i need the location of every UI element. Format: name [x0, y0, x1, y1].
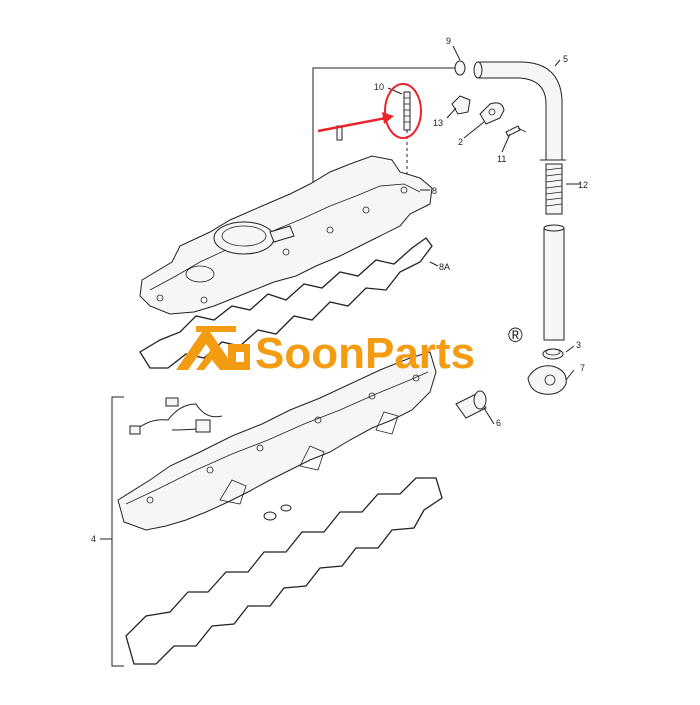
- callout-2: 2: [458, 137, 463, 147]
- highlight-arrow: [317, 116, 387, 133]
- callout-9: 9: [446, 36, 451, 46]
- grommet: [454, 60, 466, 76]
- clip: [479, 102, 505, 125]
- bracket: [451, 95, 471, 115]
- elbow-fitting: [527, 365, 567, 395]
- callout-7: 7: [580, 363, 585, 373]
- callout-3: 3: [576, 340, 581, 350]
- breather-tube: [473, 61, 566, 161]
- highlight-circle: [384, 83, 422, 139]
- callout-10: 10: [374, 82, 384, 92]
- valve-cover: [139, 155, 433, 315]
- seal-ring: [263, 504, 292, 521]
- soonparts-watermark: SoonParts ®: [176, 325, 523, 378]
- rocker-housing: [117, 351, 437, 531]
- housing-gasket: [125, 477, 443, 665]
- lower-tube: [543, 224, 565, 341]
- highlight-arrowhead: [382, 112, 394, 124]
- hose-clamp: [542, 348, 564, 360]
- callout-13: 13: [433, 118, 443, 128]
- callout-4: 4: [91, 534, 96, 544]
- bolt-11: [505, 125, 527, 137]
- soonparts-logo-icon: [176, 326, 250, 370]
- brand-name: SoonParts: [255, 329, 475, 378]
- assembly-bracket-top: [312, 67, 455, 228]
- callout-12: 12: [578, 180, 588, 190]
- callout-6: 6: [496, 418, 501, 428]
- leader-lines: [387, 45, 580, 425]
- callout-8: 8: [432, 186, 437, 196]
- callout-8a: 8A: [439, 262, 450, 272]
- callout-5: 5: [563, 54, 568, 64]
- registered-mark: ®: [508, 325, 523, 347]
- tube-spring: [545, 163, 563, 215]
- highlight-annotation: [317, 83, 422, 139]
- assembly-bracket-4: [100, 396, 124, 667]
- filler-neck: [455, 390, 487, 419]
- wiring-harness: [129, 397, 223, 435]
- bolt-10: [403, 91, 411, 182]
- callout-11: 11: [497, 154, 506, 164]
